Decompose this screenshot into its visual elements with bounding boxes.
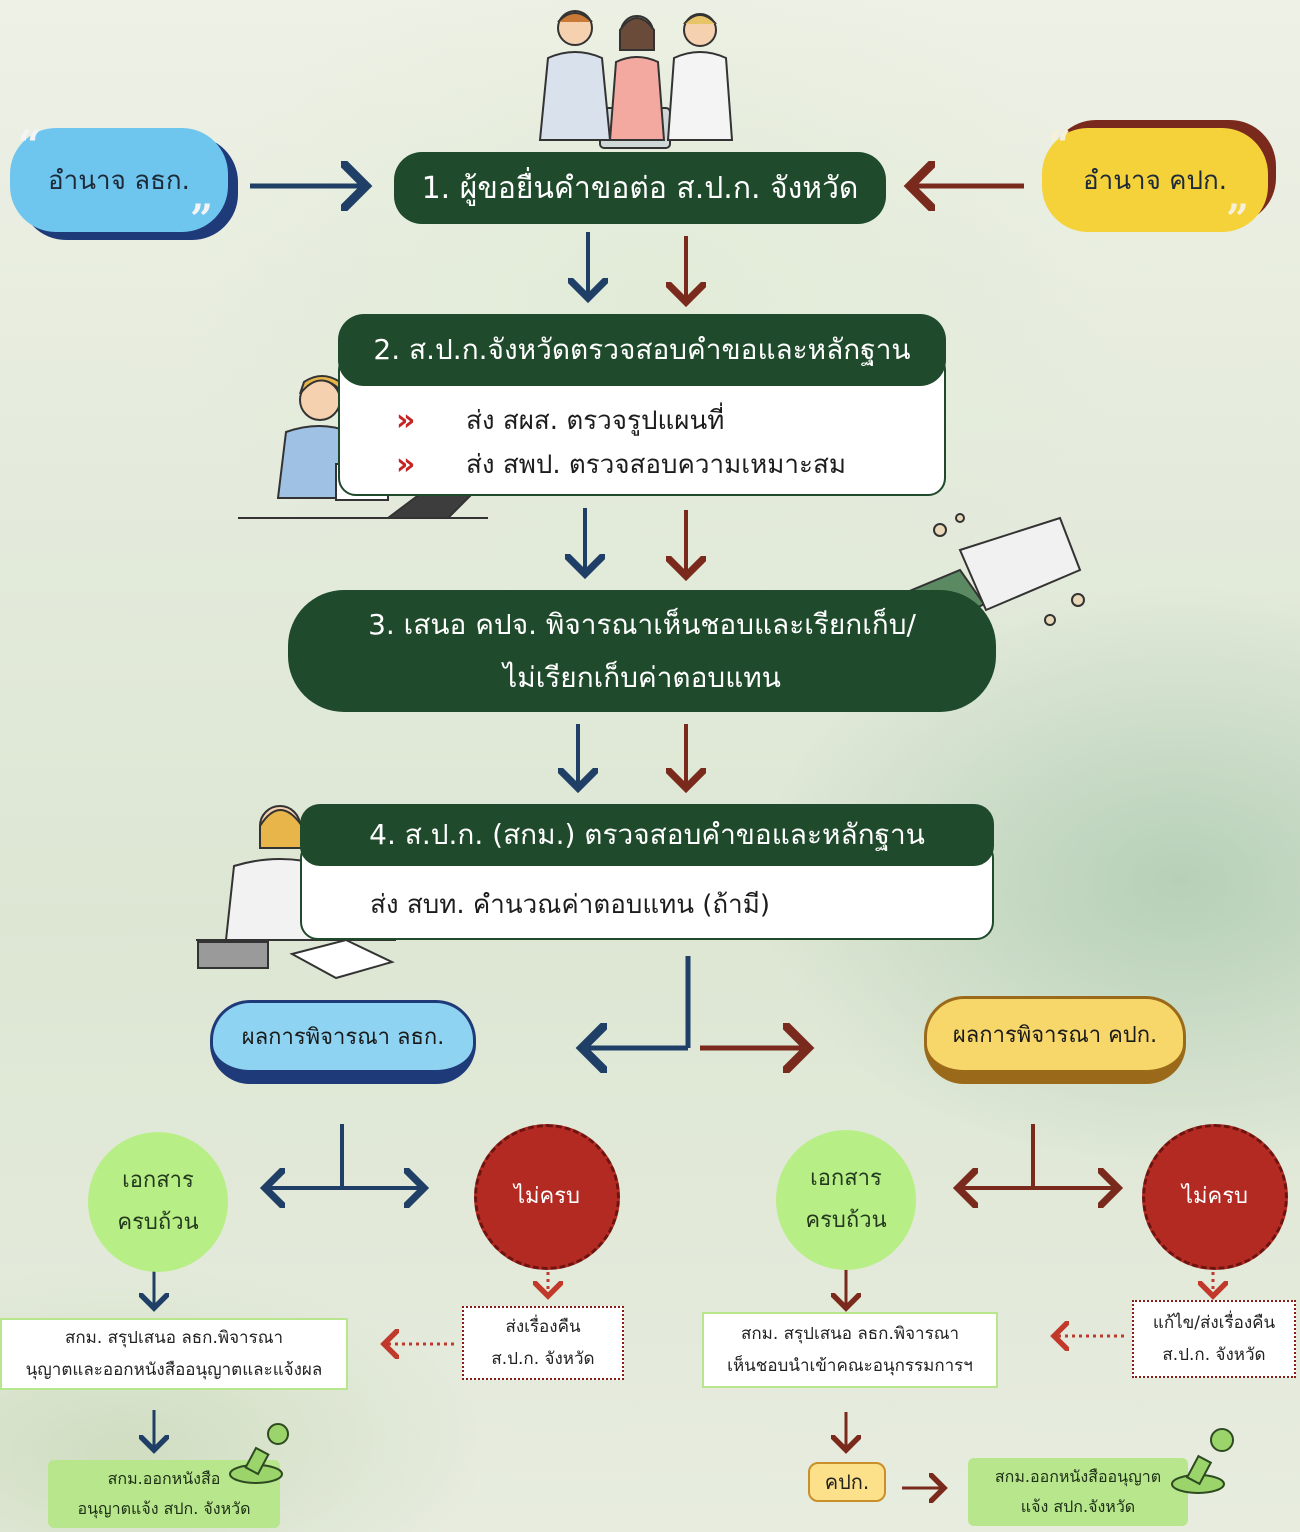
- stamp-icon: [229, 1423, 289, 1484]
- step2-item-2: » ส่ง สพป. ตรวจสอบความเหมาะสม: [396, 444, 846, 485]
- result-ldk-label: ผลการพิจารณา ลธก.: [241, 1025, 445, 1050]
- left-summary-line2: นุญาตและออกหนังสืออนุญาตและแจ้งผล: [25, 1360, 323, 1380]
- authority-kpk-label: อำนาจ คปก.: [1083, 165, 1227, 196]
- step4-box: 4. ส.ป.ก. (สกม.) ตรวจสอบคำขอและหลักฐาน: [300, 804, 994, 866]
- left-return-box: ส่งเรื่องคืน ส.ป.ก. จังหวัด: [462, 1306, 624, 1380]
- left-summary-box: สกม. สรุปเสนอ ลธก.พิจารณา นุญาตและออกหนั…: [0, 1318, 348, 1390]
- right-complete-circle: เอกสาร ครบถ้วน: [776, 1130, 916, 1270]
- right-return-box: แก้ไข/ส่งเรื่องคืน ส.ป.ก. จังหวัด: [1132, 1300, 1296, 1378]
- left-complete-line1: เอกสาร: [122, 1168, 194, 1194]
- left-complete-circle: เอกสาร ครบถ้วน: [88, 1132, 228, 1272]
- step2-box: 2. ส.ป.ก.จังหวัดตรวจสอบคำขอและหลักฐาน: [338, 314, 946, 386]
- left-final-box: สกม.ออกหนังสือ อนุญาตแจ้ง สปก. จังหวัด: [48, 1460, 280, 1528]
- left-return-line1: ส่งเรื่องคืน: [505, 1316, 581, 1337]
- right-complete-line2: ครบถ้วน: [805, 1208, 887, 1233]
- left-incomplete-circle: ไม่ครบ: [474, 1124, 620, 1270]
- step2-item-text: ส่ง สผส. ตรวจรูปแผนที่: [466, 406, 725, 436]
- right-complete-line1: เอกสาร: [810, 1166, 882, 1192]
- accountant-illustration: [196, 805, 396, 980]
- step1-label: 1. ผู้ขอยื่นคำขอต่อ ส.ป.ก. จังหวัด: [421, 170, 859, 206]
- stamp-icon: [1171, 1428, 1234, 1494]
- close-quote-icon: ”: [190, 196, 214, 243]
- right-summary-line1: สกม. สรุปเสนอ ลธก.พิจารณา: [740, 1323, 960, 1344]
- step2-item-1: » ส่ง สผส. ตรวจรูปแผนที่: [396, 400, 724, 441]
- chevron-right-icon: »: [396, 447, 416, 482]
- result-kpk-label: ผลการพิจารณา คปก.: [952, 1023, 1158, 1048]
- right-summary-line2: เห็นชอบนำเข้าคณะอนุกรรมการฯ: [727, 1356, 973, 1376]
- authority-ldk-bubble: อำนาจ ลธก.: [10, 128, 228, 232]
- result-kpk-pill: ผลการพิจารณา คปก.: [924, 996, 1186, 1084]
- step4-item: ส่ง สบท. คำนวณค่าตอบแทน (ถ้ามี): [370, 884, 770, 925]
- left-final-line2: อนุญาตแจ้ง สปก. จังหวัด: [77, 1499, 251, 1518]
- left-final-line1: สกม.ออกหนังสือ: [107, 1468, 221, 1488]
- left-complete-line2: ครบถ้วน: [117, 1210, 199, 1235]
- step3-box: 3. เสนอ คปจ. พิจารณาเห็นชอบและเรียกเก็บ/…: [288, 590, 996, 712]
- right-return-line1: แก้ไข/ส่งเรื่องคืน: [1152, 1312, 1276, 1333]
- step4-item-text: ส่ง สบท. คำนวณค่าตอบแทน (ถ้ามี): [370, 890, 771, 920]
- kpk-tag: คปก.: [808, 1462, 886, 1502]
- right-incomplete-circle: ไม่ครบ: [1142, 1124, 1288, 1270]
- right-final-line1: สกม.ออกหนังสืออนุญาต: [994, 1466, 1162, 1486]
- open-quote-icon: “: [18, 122, 42, 169]
- right-incomplete-label: ไม่ครบ: [1181, 1184, 1249, 1210]
- right-final-box: สกม.ออกหนังสืออนุญาต แจ้ง สปก.จังหวัด: [968, 1458, 1188, 1526]
- step2-item-text: ส่ง สพป. ตรวจสอบความเหมาะสม: [466, 450, 847, 480]
- result-ldk-pill: ผลการพิจารณา ลธก.: [210, 1000, 476, 1084]
- left-return-line2: ส.ป.ก. จังหวัด: [491, 1349, 595, 1369]
- close-quote-icon: ”: [1226, 196, 1250, 243]
- authority-kpk-bubble: อำนาจ คปก.: [1042, 128, 1268, 232]
- step1-box: 1. ผู้ขอยื่นคำขอต่อ ส.ป.ก. จังหวัด: [394, 152, 886, 224]
- open-quote-icon: “: [1048, 122, 1072, 169]
- step4-label: 4. ส.ป.ก. (สกม.) ตรวจสอบคำขอและหลักฐาน: [369, 818, 925, 851]
- step3-label-line1: 3. เสนอ คปจ. พิจารณาเห็นชอบและเรียกเก็บ/: [368, 607, 916, 641]
- left-summary-line1: สกม. สรุปเสนอ ลธก.พิจารณา: [64, 1327, 284, 1348]
- left-incomplete-label: ไม่ครบ: [513, 1184, 581, 1210]
- authority-ldk-label: อำนาจ ลธก.: [48, 165, 190, 196]
- step3-label-line2: ไม่เรียกเก็บค่าตอบแทน: [503, 661, 781, 694]
- right-summary-box: สกม. สรุปเสนอ ลธก.พิจารณา เห็นชอบนำเข้าค…: [702, 1312, 998, 1388]
- right-final-line2: แจ้ง สปก.จังหวัด: [1020, 1497, 1136, 1516]
- kpk-tag-label: คปก.: [824, 1470, 870, 1494]
- team-illustration: [538, 10, 734, 149]
- right-return-line2: ส.ป.ก. จังหวัด: [1162, 1345, 1266, 1365]
- step2-label: 2. ส.ป.ก.จังหวัดตรวจสอบคำขอและหลักฐาน: [373, 333, 911, 366]
- chevron-right-icon: »: [396, 403, 416, 438]
